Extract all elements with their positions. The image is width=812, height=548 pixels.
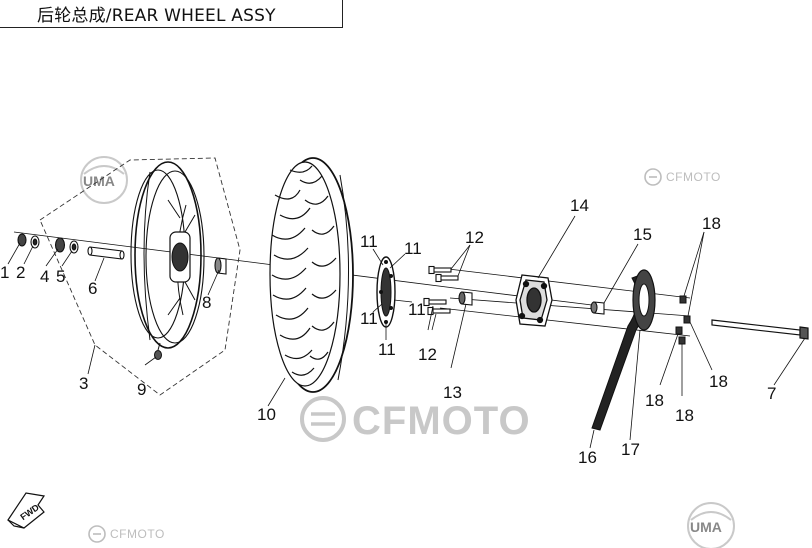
callout-16: 16 <box>578 448 597 467</box>
callout-1: 1 <box>0 263 9 282</box>
nut-3 <box>675 326 683 335</box>
nut-1 <box>679 295 687 304</box>
callout-11-c: 11 <box>360 309 378 328</box>
bolt-lower-1 <box>423 297 447 307</box>
callout-4: 4 <box>40 267 49 286</box>
callout-12-b: 12 <box>418 345 437 364</box>
callout-7: 7 <box>767 384 776 403</box>
callout-8: 8 <box>202 293 211 312</box>
bolts-part-12 <box>423 265 459 316</box>
spacer-tube-part-6 <box>87 246 125 260</box>
callout-18-d: 18 <box>675 406 694 425</box>
callout-14: 14 <box>570 196 589 215</box>
cfmoto-bottom-left-text: CFMOTO <box>110 527 165 541</box>
tire-part-10 <box>269 157 354 393</box>
uma-logo-top: UMA <box>80 156 128 204</box>
callout-18-b: 18 <box>709 372 728 391</box>
uma-logo-bottom: UMA <box>687 502 735 548</box>
callout-17: 17 <box>621 440 640 459</box>
uma-top-text: UMA <box>83 173 115 189</box>
cfmoto-logo-main: CFMOTO <box>300 396 531 443</box>
spacer-part-13 <box>458 291 473 306</box>
brake-disc-part-11 <box>376 256 396 328</box>
callout-11-b: 11 <box>404 239 422 258</box>
callout-13: 13 <box>443 383 462 402</box>
callout-6: 6 <box>88 279 97 298</box>
callout-18-c: 18 <box>645 391 664 410</box>
diagram-title: 后轮总成/REAR WHEEL ASSY <box>37 6 276 26</box>
callout-11-a: 11 <box>360 232 378 251</box>
callout-2: 2 <box>16 263 25 282</box>
nut-2 <box>683 315 691 324</box>
cfmoto-main-text: CFMOTO <box>352 399 531 443</box>
callout-11-d: 11 <box>408 300 426 319</box>
forward-arrow-icon: FWD <box>7 492 46 529</box>
callout-3: 3 <box>79 374 88 393</box>
callout-11-e: 11 <box>378 340 396 359</box>
bearing-part-8 <box>214 257 227 275</box>
callout-5: 5 <box>56 267 65 286</box>
callout-12-a: 12 <box>465 228 484 247</box>
callout-10: 10 <box>257 405 276 424</box>
sprocket-carrier-part-14 <box>515 274 553 327</box>
bearing-part-4 <box>54 237 66 253</box>
cfmoto-top-right-text: CFMOTO <box>666 170 721 184</box>
uma-bottom-text: UMA <box>690 519 722 535</box>
hub-assembly-boundary <box>39 157 241 396</box>
axle-part-7 <box>711 319 809 340</box>
wheel-rim-part-3 <box>130 161 205 349</box>
callout-numbers: 1 2 3 4 5 6 7 8 9 10 11 11 11 11 11 12 1… <box>0 196 776 467</box>
callout-18-a: 18 <box>702 214 721 233</box>
callout-9: 9 <box>137 380 146 399</box>
cfmoto-logo-bottom-left: CFMOTO <box>88 525 165 543</box>
spacer-part-15 <box>590 301 605 315</box>
nuts-part-18 <box>675 295 691 345</box>
bolt-upper-1 <box>428 265 452 275</box>
cfmoto-logo-top-right: CFMOTO <box>644 168 721 186</box>
nut-4 <box>678 336 686 345</box>
title-box: 后轮总成/REAR WHEEL ASSY <box>0 0 343 28</box>
left-bearings-group <box>17 233 79 254</box>
callout-leader-lines <box>7 215 806 449</box>
valve-part-9 <box>154 342 162 360</box>
bolt-upper-2 <box>435 273 459 283</box>
callout-15: 15 <box>633 225 652 244</box>
rear-sprocket-part-17 <box>632 269 656 331</box>
